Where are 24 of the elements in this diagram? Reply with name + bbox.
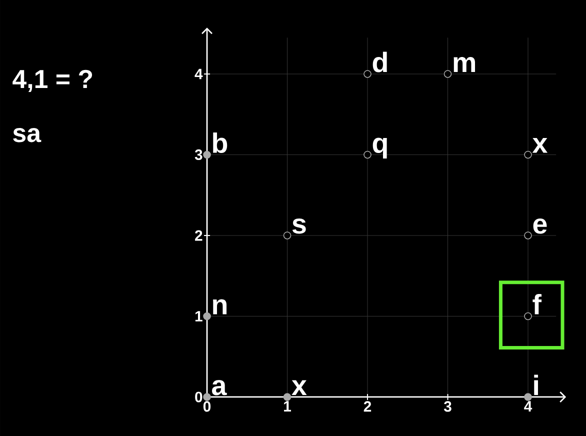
y-tick-label: 3 [194,149,202,160]
point-label: s [292,218,306,234]
point-label: x [532,138,548,153]
x-tick-label: 3 [444,401,452,412]
point-label: n [213,299,227,314]
point-label: m [454,56,476,72]
y-tick-label: 1 [195,311,202,322]
x-tick-label: 0 [203,401,211,412]
point-label: x [292,380,307,395]
x-tick-label: 1 [284,401,291,412]
y-tick-label: 0 [195,392,202,402]
y-tick-label: 2 [195,230,202,241]
x-tick-label: 2 [364,401,372,412]
y-tick-label: 4 [194,68,203,80]
point-label: i [534,374,538,395]
point-label: q [372,138,387,159]
point-label: f [532,294,542,314]
question-text: 4,1 = ? [12,70,92,92]
question-text: sa [13,128,42,142]
x-tick-label: 4 [524,401,532,412]
point-label: b [213,132,228,153]
point-label: d [372,52,387,72]
point-label: a [212,380,227,396]
point-label: e [533,218,547,234]
